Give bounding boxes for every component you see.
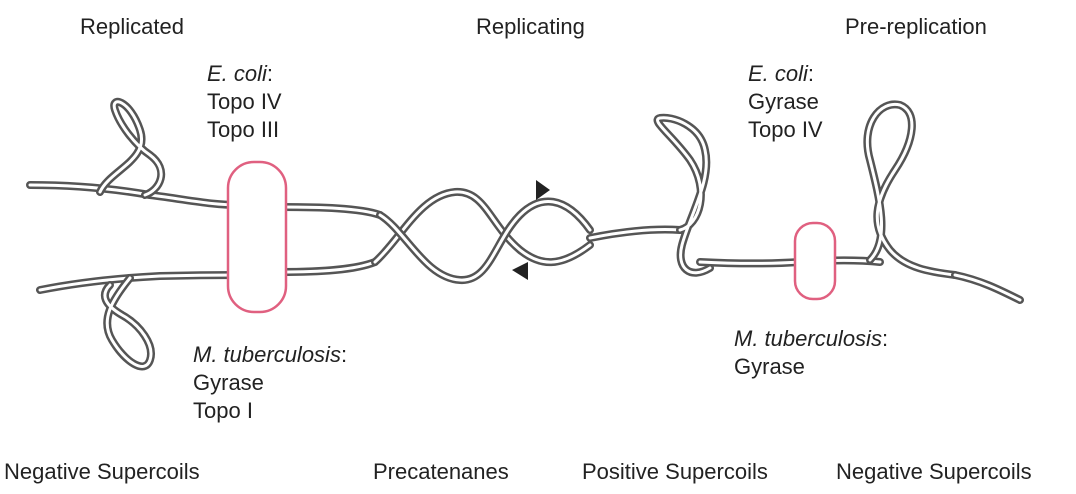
header-replicating: Replicating (476, 13, 585, 41)
enzyme-name: Gyrase (748, 88, 823, 116)
enzyme-name: Topo I (193, 397, 347, 425)
fork-arrow-upper (536, 180, 550, 200)
footer-precatenanes: Precatenanes (373, 458, 509, 486)
organism-line: M. tuberculosis: (193, 341, 347, 369)
lower-left-supercoil (105, 278, 151, 366)
footer-positive: Positive Supercoils (582, 458, 768, 486)
enzyme-name: Topo IV (748, 116, 823, 144)
annotation-right-bottom: M. tuberculosis: Gyrase (734, 325, 888, 381)
annotation-left-top: E. coli: Topo IV Topo III (207, 60, 282, 144)
footer-negative-left: Negative Supercoils (4, 458, 200, 486)
organism-name: M. tuberculosis (734, 326, 882, 351)
annotation-right-top: E. coli: Gyrase Topo IV (748, 60, 823, 144)
organism-suffix: : (808, 61, 814, 86)
enzyme-name: Topo IV (207, 88, 282, 116)
fork-arrow-lower (512, 262, 528, 280)
header-pre-replication: Pre-replication (845, 13, 987, 41)
header-replicated: Replicated (80, 13, 184, 41)
enzyme-name: Topo III (207, 116, 282, 144)
organism-line: M. tuberculosis: (734, 325, 888, 353)
organism-line: E. coli: (748, 60, 823, 88)
organism-suffix: : (341, 342, 347, 367)
enzyme-right (795, 223, 835, 299)
organism-suffix: : (267, 61, 273, 86)
footer-negative-right: Negative Supercoils (836, 458, 1032, 486)
organism-name: E. coli (207, 61, 267, 86)
organism-line: E. coli: (207, 60, 282, 88)
enzyme-name: Gyrase (734, 353, 888, 381)
organism-name: M. tuberculosis (193, 342, 341, 367)
organism-suffix: : (882, 326, 888, 351)
organism-name: E. coli (748, 61, 808, 86)
annotation-left-bottom: M. tuberculosis: Gyrase Topo I (193, 341, 347, 425)
enzyme-name: Gyrase (193, 369, 347, 397)
enzyme-left (228, 162, 286, 312)
